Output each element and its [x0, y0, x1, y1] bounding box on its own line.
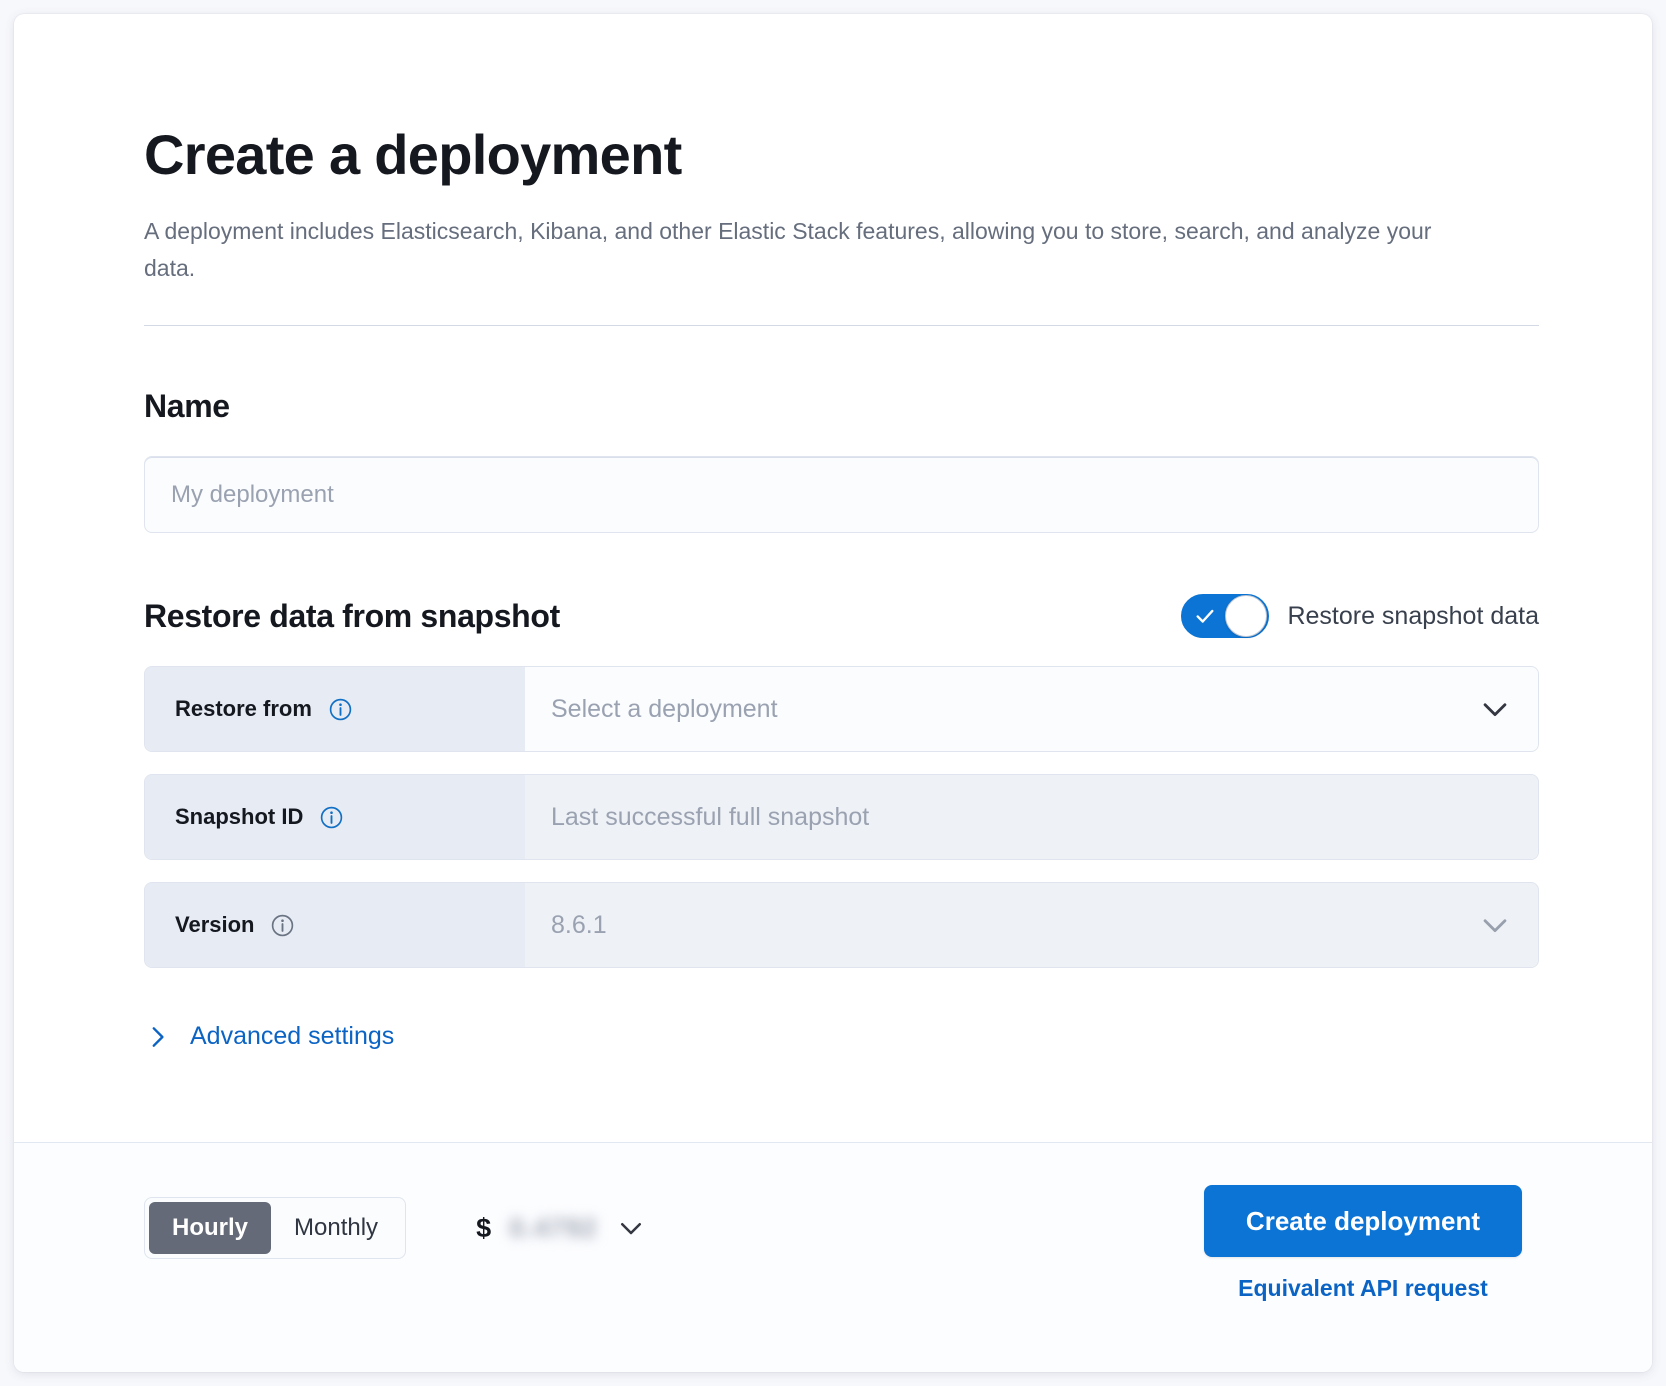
label-text: Snapshot ID [175, 804, 304, 830]
price-currency: $ [476, 1212, 492, 1243]
page-title: Create a deployment [144, 123, 682, 186]
deployment-name-input[interactable]: My deployment [144, 456, 1539, 534]
content-column: Create a deployment A deployment include… [144, 123, 1544, 1051]
price-value: 0.4792 [509, 1212, 598, 1243]
label-text: Restore from [175, 696, 312, 722]
row-version: Version 8.6.1 [144, 882, 1539, 969]
page-subtitle: A deployment includes Elasticsearch, Kib… [144, 217, 1432, 281]
price-display[interactable]: $ 0.4792 [476, 1213, 646, 1244]
field-value: 8.6.1 [551, 910, 607, 939]
footer-bar: Hourly Monthly $ 0.4792 Create deploymen… [14, 1142, 1652, 1372]
restore-fields: Restore from Select a deployment [144, 666, 1544, 969]
equivalent-api-request-link[interactable]: Equivalent API request [1238, 1275, 1488, 1301]
create-deployment-card: Create a deployment A deployment include… [14, 14, 1652, 1372]
header-divider [144, 325, 1539, 327]
chevron-down-icon[interactable] [1478, 692, 1512, 726]
footer-left-group: Hourly Monthly $ 0.4792 [144, 1185, 646, 1259]
chevron-down-icon[interactable] [616, 1213, 646, 1243]
info-icon[interactable] [328, 697, 353, 722]
field-value: Select a deployment [551, 694, 778, 723]
toggle-knob [1225, 595, 1268, 638]
create-deployment-button[interactable]: Create deployment [1203, 1185, 1522, 1257]
card-body: Create a deployment A deployment include… [14, 14, 1652, 1142]
advanced-settings-toggle[interactable]: Advanced settings [144, 1022, 394, 1051]
billing-option-hourly[interactable]: Hourly [149, 1202, 272, 1254]
info-icon[interactable] [270, 913, 295, 938]
row-snapshot-id: Snapshot ID Last successful full snapsho… [144, 774, 1539, 861]
restore-snapshot-toggle[interactable] [1181, 594, 1270, 639]
deployment-name-placeholder: My deployment [171, 480, 334, 508]
chevron-down-icon [1483, 919, 1507, 933]
footer-right-group: Create deployment Equivalent API request [1203, 1185, 1522, 1302]
row-label-snapshot-id: Snapshot ID [145, 775, 525, 860]
label-text: Version [175, 912, 255, 938]
restore-section-header: Restore data from snapshot Restore snaps… [144, 594, 1539, 639]
row-restore-from[interactable]: Restore from Select a deployment [144, 666, 1539, 753]
billing-option-monthly[interactable]: Monthly [294, 1214, 379, 1241]
field-version: 8.6.1 [525, 883, 1538, 968]
chevron-right-icon [152, 1026, 164, 1047]
restore-heading: Restore data from snapshot [144, 597, 560, 634]
restore-toggle-group[interactable]: Restore snapshot data [1181, 594, 1539, 639]
name-section: Name My deployment [144, 388, 1544, 534]
info-icon[interactable] [319, 805, 344, 830]
check-icon [1196, 609, 1214, 623]
advanced-settings-label: Advanced settings [190, 1022, 395, 1051]
field-snapshot-id: Last successful full snapshot [525, 775, 1538, 860]
field-value: Last successful full snapshot [551, 802, 870, 831]
row-label-version: Version [145, 883, 525, 968]
field-restore-from[interactable]: Select a deployment [525, 667, 1538, 752]
row-label-restore-from: Restore from [145, 667, 525, 752]
restore-toggle-label: Restore snapshot data [1287, 601, 1539, 630]
name-heading: Name [144, 388, 230, 425]
billing-period-switcher[interactable]: Hourly Monthly [144, 1197, 407, 1259]
